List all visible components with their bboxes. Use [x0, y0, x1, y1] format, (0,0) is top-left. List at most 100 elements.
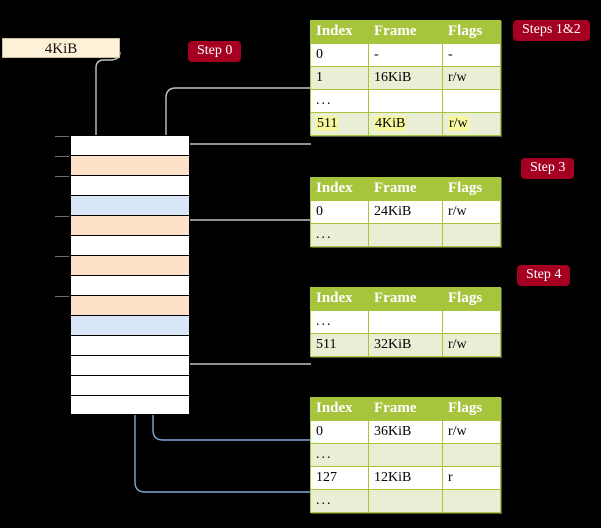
badge-step-4: Step 4	[517, 265, 571, 286]
memory-frame-row	[70, 355, 190, 375]
wire-l4-row0-to-memory	[146, 328, 311, 441]
badge-step-3: Step 3	[521, 158, 575, 179]
table-row: 0--	[310, 43, 501, 67]
column-header-flags: Flags	[442, 397, 501, 421]
memory-row-tick	[55, 256, 69, 257]
column-header-frame: Frame	[368, 20, 443, 44]
cell-flags	[442, 489, 501, 513]
cell-flags: r	[442, 466, 501, 490]
memory-frame-row	[70, 395, 190, 415]
column-header-flags: Flags	[442, 177, 501, 201]
cell-index: 0	[310, 43, 369, 67]
cell-frame	[368, 89, 443, 113]
table-row: ...	[310, 223, 501, 247]
memory-frame-row	[55, 215, 190, 235]
cell-index: ...	[310, 443, 369, 467]
memory-row-tick	[55, 136, 69, 137]
wire-l2-row0-to-memory	[179, 219, 311, 276]
cell-index: 511	[310, 333, 369, 357]
cell-frame: 4KiB	[368, 112, 443, 136]
cell-index: 0	[310, 420, 369, 444]
table-row: ...	[310, 443, 501, 467]
wire-l4-row127-to-memory	[128, 208, 311, 493]
column-header-index: Index	[310, 20, 369, 44]
cell-index: 511	[310, 112, 369, 136]
cell-flags	[442, 443, 501, 467]
cell-index: ...	[310, 89, 369, 113]
virtual-address-box: 4KiB	[2, 38, 120, 58]
memory-row-tick	[55, 216, 69, 217]
cell-flags: r/w	[442, 420, 501, 444]
cell-frame	[368, 310, 443, 334]
cell-flags: r/w	[442, 66, 501, 90]
memory-frame-row	[55, 155, 190, 175]
memory-frame-row	[70, 195, 190, 215]
badge-steps-1-2: Steps 1&2	[513, 20, 590, 41]
column-header-index: Index	[310, 177, 369, 201]
cell-frame: 24KiB	[368, 200, 443, 224]
column-header-frame: Frame	[368, 287, 443, 311]
cell-index: 0	[310, 200, 369, 224]
column-header-index: Index	[310, 397, 369, 421]
column-header-flags: Flags	[442, 20, 501, 44]
cell-flags: r/w	[442, 200, 501, 224]
cell-frame: 32KiB	[368, 333, 443, 357]
cell-flags: r/w	[442, 112, 501, 136]
cell-frame: -	[368, 43, 443, 67]
cell-index: 127	[310, 466, 369, 490]
memory-row-tick	[55, 156, 69, 157]
memory-frame-row	[70, 275, 190, 295]
column-header-index: Index	[310, 287, 369, 311]
memory-row-tick	[55, 296, 69, 297]
cell-flags	[442, 223, 501, 247]
cell-flags: -	[442, 43, 501, 67]
memory-frame-row	[70, 235, 190, 255]
memory-frame-row	[55, 175, 190, 195]
column-header-frame: Frame	[368, 397, 443, 421]
cell-index: ...	[310, 489, 369, 513]
physical-memory-column	[55, 135, 190, 415]
cell-frame	[368, 443, 443, 467]
wire-l1-row511-to-memory	[175, 143, 311, 236]
table-row: ...	[310, 310, 501, 334]
memory-frame-row	[70, 315, 190, 335]
memory-frame-row	[70, 335, 190, 355]
cell-index: 1	[310, 66, 369, 90]
cell-index: ...	[310, 310, 369, 334]
cell-frame: 16KiB	[368, 66, 443, 90]
memory-frame-row	[55, 255, 190, 275]
wire-l3-row511-to-memory	[171, 318, 311, 365]
cell-frame	[368, 489, 443, 513]
memory-frame-row	[70, 375, 190, 395]
memory-frame-row	[55, 135, 190, 155]
table-row: ...	[310, 89, 501, 113]
cell-index: ...	[310, 223, 369, 247]
cell-flags	[442, 310, 501, 334]
cell-frame: 12KiB	[368, 466, 443, 490]
column-header-frame: Frame	[368, 177, 443, 201]
cell-frame: 36KiB	[368, 420, 443, 444]
column-header-flags: Flags	[442, 287, 501, 311]
cell-frame	[368, 223, 443, 247]
table-row: ...	[310, 489, 501, 513]
badge-step-0: Step 0	[188, 41, 242, 62]
memory-frame-row	[55, 295, 190, 315]
wire-l1-row1-to-memory	[165, 87, 311, 156]
cell-flags: r/w	[442, 333, 501, 357]
memory-row-tick	[55, 176, 69, 177]
